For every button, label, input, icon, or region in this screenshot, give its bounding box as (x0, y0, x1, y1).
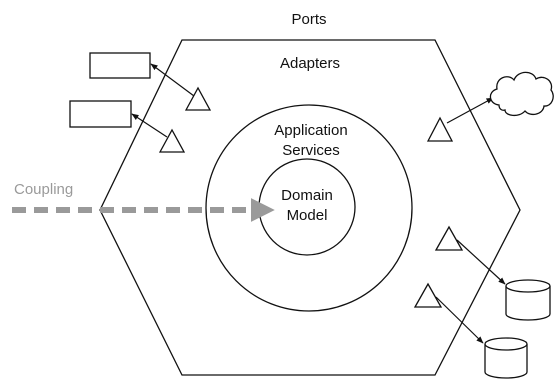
port-triangle-icon-left-bottom (158, 128, 186, 153)
database-cylinder-icon-top (505, 279, 551, 321)
ui-box-bottom (69, 100, 132, 128)
port-triangle-icon-right-bottom (413, 282, 443, 308)
port-triangle-icon-right-top (426, 116, 454, 142)
port-triangle-icon-left-top (184, 86, 212, 111)
ui-box-top (89, 52, 151, 79)
cloud-icon (489, 71, 554, 117)
connector-db-bottom (435, 296, 484, 344)
connector-cloud (446, 97, 494, 124)
application-services-label-line1: Application (274, 122, 347, 139)
domain-model-label-line1: Domain (281, 187, 333, 204)
connector-left-bottom (131, 113, 168, 138)
application-services-label-line2: Services (282, 142, 340, 159)
connector-left-top (150, 63, 195, 97)
connector-db-top (456, 239, 506, 285)
ports-label: Ports (291, 11, 326, 28)
domain-model-label-line2: Model (287, 207, 328, 224)
adapters-label: Adapters (280, 55, 340, 72)
coupling-label: Coupling (14, 181, 73, 198)
port-triangle-icon-right-middle (434, 225, 464, 251)
database-cylinder-icon-bottom (484, 337, 528, 379)
